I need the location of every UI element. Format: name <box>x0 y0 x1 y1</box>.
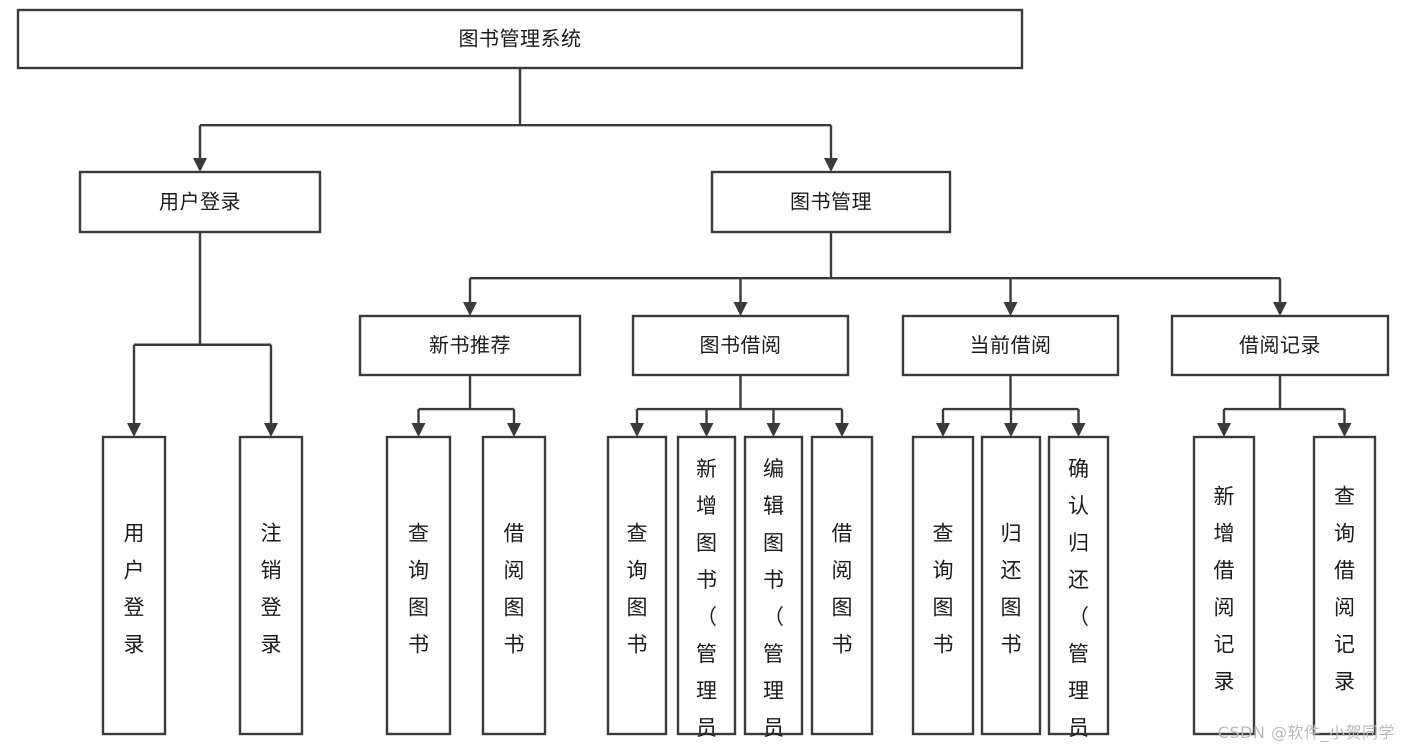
connector-arrowhead <box>1217 423 1231 437</box>
node-user-login[interactable]: 用户登录 <box>78 170 322 234</box>
node-leaf-query-book-2[interactable]: 查询图书 <box>606 435 668 736</box>
connector-arrowhead <box>127 423 141 437</box>
node-label: 编辑图书（管理员） <box>763 457 784 747</box>
node-leaf-query-record[interactable]: 查询借阅记录 <box>1312 435 1377 736</box>
node-borrow-record[interactable]: 借阅记录 <box>1170 314 1390 377</box>
node-box <box>1192 435 1256 736</box>
node-leaf-query-book-1[interactable]: 查询图书 <box>385 435 452 736</box>
node-leaf-borrow-book-1[interactable]: 借阅图书 <box>481 435 547 736</box>
node-box <box>911 435 975 736</box>
connector-arrowhead <box>1071 423 1086 437</box>
node-box <box>358 314 582 377</box>
connector-group-borrow-record <box>1217 375 1352 437</box>
node-label: 新书推荐 <box>429 333 511 357</box>
node-box <box>901 314 1120 377</box>
node-layer: 图书管理系统用户登录图书管理新书推荐图书借阅当前借阅借阅记录用户登录注销登录查询… <box>16 8 1390 747</box>
connector-arrowhead <box>264 423 278 437</box>
connector-arrowhead <box>1003 302 1018 316</box>
node-leaf-user-login[interactable]: 用户登录 <box>101 435 167 736</box>
connector-arrowhead <box>630 423 644 437</box>
node-label: 查询图书 <box>627 521 648 656</box>
connector-layer <box>127 68 1352 437</box>
connector-arrowhead <box>507 423 521 437</box>
node-box <box>710 170 952 234</box>
connector-group-book-borrow <box>630 375 849 437</box>
node-label: 确认归还（管理员） <box>1068 457 1089 747</box>
node-box <box>16 8 1024 70</box>
connector-arrowhead <box>463 302 477 316</box>
node-box <box>1170 314 1390 377</box>
node-new-book-rec[interactable]: 新书推荐 <box>358 314 582 377</box>
node-label: 新增借阅记录 <box>1214 484 1235 693</box>
connector-arrowhead <box>824 158 838 172</box>
connector-arrowhead <box>766 423 781 437</box>
node-label: 查询图书 <box>408 521 429 656</box>
node-label: 借阅记录 <box>1239 333 1321 357</box>
node-box <box>631 314 850 377</box>
node-leaf-add-book[interactable]: 新增图书（管理员） <box>676 435 737 747</box>
connector-arrowhead <box>1273 302 1287 316</box>
node-label: 图书借阅 <box>700 333 782 357</box>
connector-arrowhead <box>936 423 950 437</box>
node-label: 图书管理 <box>790 190 872 214</box>
node-box <box>78 170 322 234</box>
connector-arrowhead <box>193 158 207 172</box>
node-label: 当前借阅 <box>970 333 1052 357</box>
node-label: 图书管理系统 <box>459 27 582 51</box>
node-root[interactable]: 图书管理系统 <box>16 8 1024 70</box>
node-box <box>481 435 547 736</box>
node-book-manage[interactable]: 图书管理 <box>710 170 952 234</box>
node-label: 新增图书（管理员） <box>696 457 717 747</box>
connector-arrowhead <box>835 423 849 437</box>
connector-group-book-manage <box>463 232 1287 316</box>
connector-arrowhead <box>411 423 426 437</box>
node-leaf-confirm-return[interactable]: 确认归还（管理员） <box>1047 435 1110 747</box>
connector-group-root <box>193 68 838 172</box>
node-leaf-return-book[interactable]: 归还图书 <box>980 435 1042 736</box>
connector-arrowhead <box>699 423 714 437</box>
node-leaf-query-book-3[interactable]: 查询图书 <box>911 435 975 736</box>
node-box <box>980 435 1042 736</box>
node-label: 用户登录 <box>159 190 241 214</box>
node-label: 归还图书 <box>1001 521 1022 656</box>
connector-arrowhead <box>1004 423 1018 437</box>
node-current-borrow[interactable]: 当前借阅 <box>901 314 1120 377</box>
node-box <box>676 435 737 736</box>
node-box <box>1312 435 1377 736</box>
node-leaf-borrow-book-2[interactable]: 借阅图书 <box>810 435 874 736</box>
node-box <box>743 435 804 736</box>
node-leaf-edit-book[interactable]: 编辑图书（管理员） <box>743 435 804 747</box>
connector-group-current-borrow <box>936 375 1086 437</box>
node-label: 查询借阅记录 <box>1334 484 1355 693</box>
node-label: 用户登录 <box>124 521 145 656</box>
connector-group-new-book-rec <box>411 375 521 437</box>
node-box <box>385 435 452 736</box>
node-label: 查询图书 <box>933 521 954 656</box>
node-label: 注销登录 <box>261 521 282 656</box>
node-box <box>810 435 874 736</box>
node-leaf-logout[interactable]: 注销登录 <box>238 435 304 736</box>
node-label: 借阅图书 <box>832 521 853 656</box>
connector-group-user-login <box>127 232 278 437</box>
node-box <box>1047 435 1110 736</box>
node-label: 借阅图书 <box>504 521 525 656</box>
connector-arrowhead <box>733 302 748 316</box>
node-leaf-add-record[interactable]: 新增借阅记录 <box>1192 435 1256 736</box>
node-box <box>606 435 668 736</box>
node-box <box>238 435 304 736</box>
connector-arrowhead <box>1337 423 1352 437</box>
node-box <box>101 435 167 736</box>
node-book-borrow[interactable]: 图书借阅 <box>631 314 850 377</box>
